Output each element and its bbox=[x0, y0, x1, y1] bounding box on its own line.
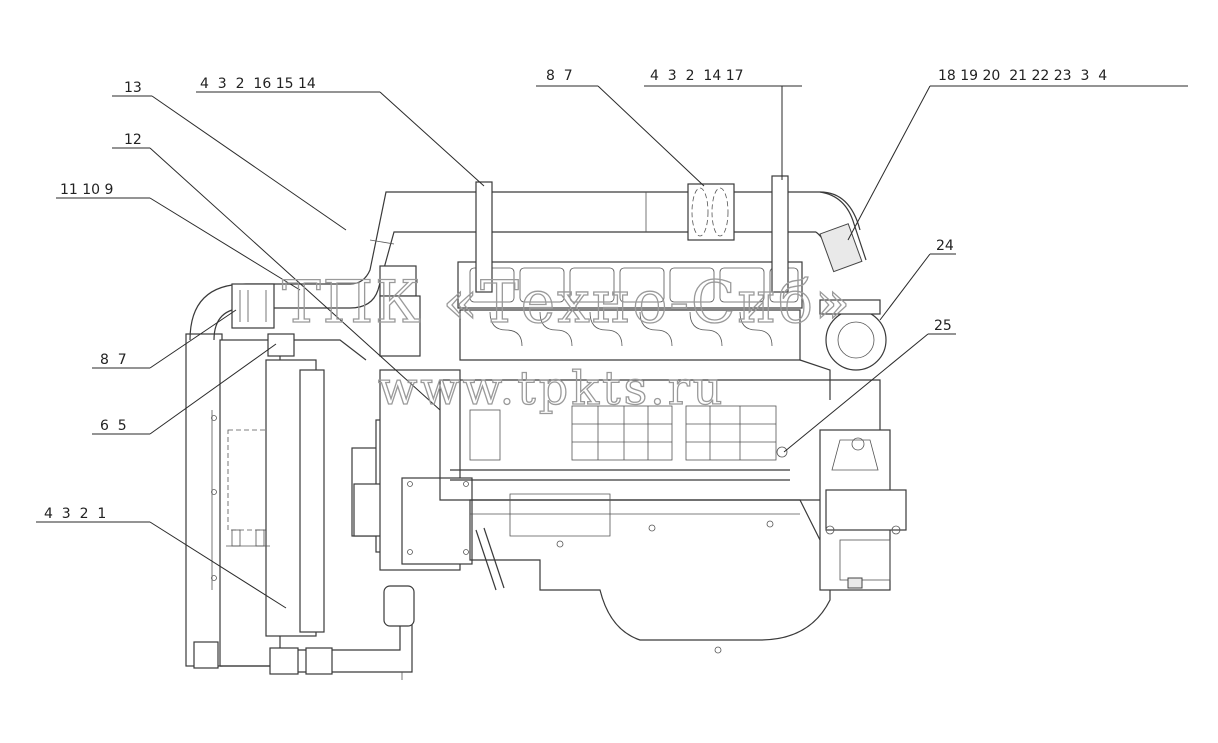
callout-24: 24 bbox=[936, 238, 954, 254]
callout-25: 25 bbox=[934, 318, 952, 334]
watermark-company: ТПК «Техно-Сиб» bbox=[282, 268, 852, 336]
watermark-url: www.tpkts.ru bbox=[378, 361, 725, 415]
callout-4-3-2-14-17: 4 3 2 14 17 bbox=[650, 68, 744, 84]
callout-13: 13 bbox=[124, 80, 142, 96]
callout-6-5: 6 5 bbox=[100, 418, 127, 434]
callout-8-7-top: 8 7 bbox=[546, 68, 573, 84]
leader-lines bbox=[36, 85, 1188, 609]
watermark: ТПК «Техно-Сиб» www.tpkts.ru bbox=[281, 267, 852, 415]
callout-8-7-left: 8 7 bbox=[100, 352, 127, 368]
upper-radiator-hose bbox=[189, 283, 367, 361]
radiator bbox=[185, 333, 325, 669]
charge-air-pipe bbox=[312, 175, 861, 357]
engine-block bbox=[351, 369, 881, 654]
callout-labels: 13 4 3 2 16 15 14 8 7 4 3 2 14 17 18 19 … bbox=[44, 68, 1107, 522]
block-fins bbox=[469, 405, 777, 461]
callout-4-3-2-16-15-14: 4 3 2 16 15 14 bbox=[200, 76, 316, 92]
turbocharger bbox=[799, 191, 887, 400]
callout-11-10-9: 11 10 9 bbox=[60, 182, 113, 198]
callout-4-3-2-1: 4 3 2 1 bbox=[44, 506, 106, 522]
engine-mount bbox=[819, 429, 907, 591]
lower-radiator-hose bbox=[220, 585, 415, 680]
callout-18-23-3-4: 18 19 20 21 22 23 3 4 bbox=[938, 68, 1107, 84]
callout-12: 12 bbox=[124, 132, 142, 148]
